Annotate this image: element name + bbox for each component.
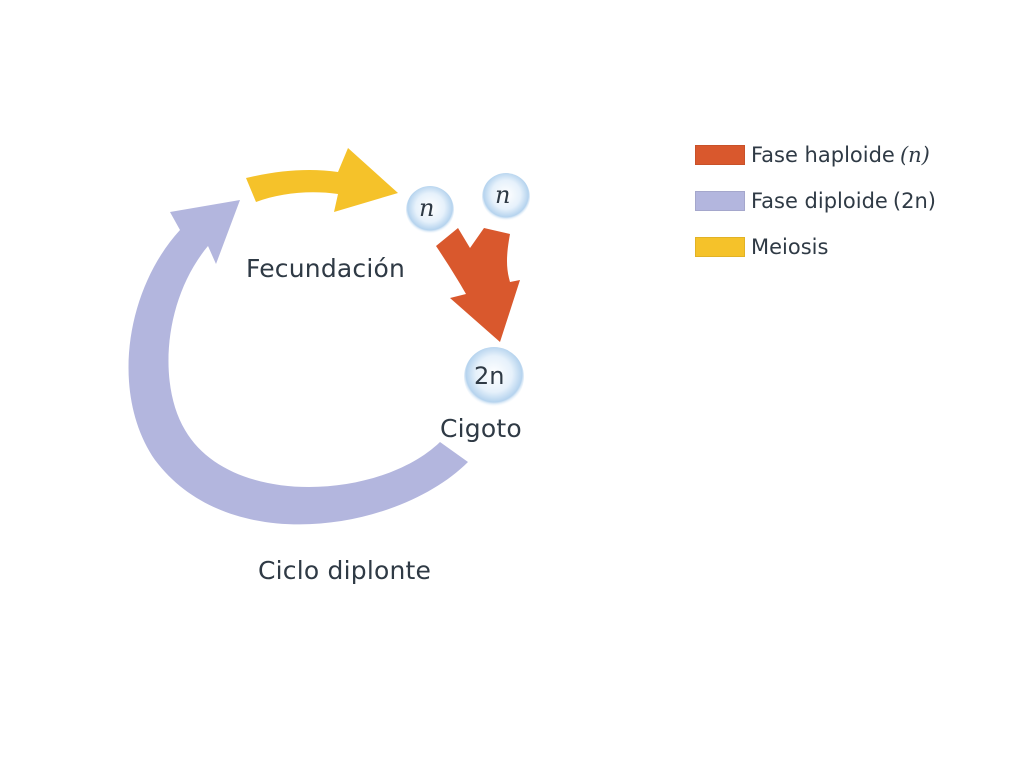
- legend-item-meiosis: Meiosis: [695, 224, 936, 270]
- legend-swatch-meiosis: [695, 237, 745, 257]
- legend-swatch-diploid: [695, 191, 745, 211]
- legend: Fase haploide (n) Fase diploide (2n) Mei…: [695, 132, 936, 270]
- haploid-phase-arrow: [436, 228, 520, 342]
- legend-item-haploid: Fase haploide (n): [695, 132, 936, 178]
- legend-symbol-haploid: (n): [899, 143, 930, 167]
- gamete-cell-2: [482, 173, 530, 221]
- gamete-cell-1: [406, 186, 454, 234]
- fecundation-label: Fecundación: [246, 254, 406, 283]
- legend-swatch-haploid: [695, 145, 745, 165]
- zygote-cell: [464, 347, 524, 407]
- gamete-2-ploidy: n: [495, 181, 511, 209]
- meiosis-arrow: [246, 148, 398, 212]
- legend-label-diploid: Fase diploide: [751, 189, 888, 213]
- legend-symbol-diploid: (2n): [892, 189, 936, 213]
- zygote-label: Cigoto: [440, 414, 522, 443]
- cycle-name-label: Ciclo diplonte: [258, 556, 432, 585]
- gamete-1-ploidy: n: [419, 194, 435, 222]
- zygote-ploidy: 2n: [474, 362, 504, 390]
- legend-label-haploid: Fase haploide: [751, 143, 895, 167]
- legend-item-diploid: Fase diploide (2n): [695, 178, 936, 224]
- diploid-phase-arrow: [128, 200, 469, 525]
- legend-label-meiosis: Meiosis: [751, 235, 829, 259]
- zygote-ploidy-text: 2n: [474, 362, 505, 390]
